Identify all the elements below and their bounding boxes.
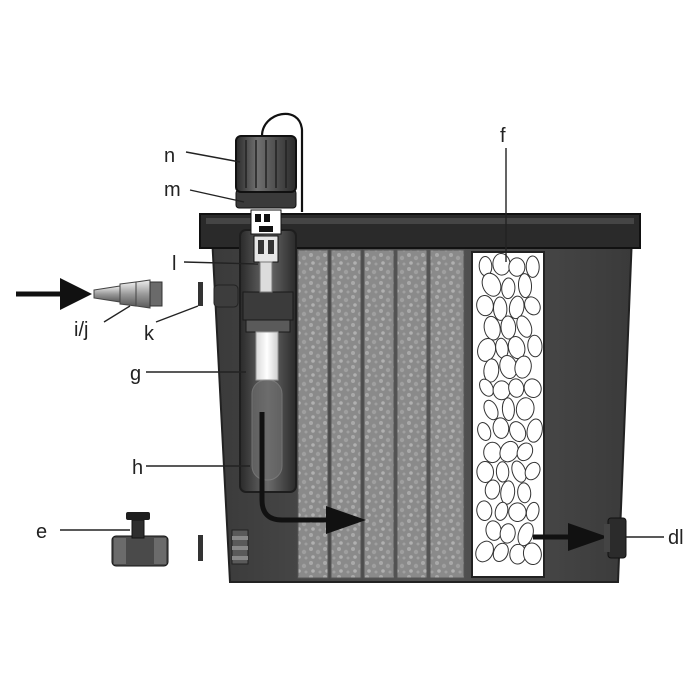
bio-stone [527,334,543,358]
bio-stone [525,501,540,522]
label-g: g [130,363,141,385]
leader-lines [60,148,664,538]
bio-stone [483,399,499,421]
bio-stone [477,337,497,362]
label-e: e [36,521,47,543]
bio-stone [523,378,542,398]
bio-stone [508,257,526,277]
bio-media-stones [475,253,543,566]
bio-stone [492,417,510,439]
bio-stone [511,460,527,483]
bio-stone [514,355,532,379]
foam-panel [363,249,395,579]
bio-stone [492,296,508,321]
foam-panel [396,249,428,579]
label-h: h [132,457,143,479]
bio-stone [517,482,532,504]
bio-stone [526,418,543,443]
seal-ring-e [198,535,203,561]
bio-stone [494,501,509,521]
bio-stone [499,440,519,463]
bio-stone [479,378,494,397]
bio-stone [515,397,535,421]
bio-stone [477,422,492,441]
bio-stone [517,273,533,299]
bio-stone [476,295,494,317]
bio-stone [501,397,515,421]
foam-panel [429,249,465,579]
internal-flow-arrow [259,412,330,523]
bio-stone [516,442,534,462]
bio-stone [481,272,502,297]
foam-panel [297,249,329,579]
bio-stone [524,296,541,316]
power-cable [260,112,304,212]
uvc-collar [242,291,294,321]
bio-stone [499,523,516,544]
bio-stone [508,295,525,320]
bio-stone [522,542,542,566]
label-m: m [164,179,181,201]
label-f: f [500,125,506,147]
outlet-flow-arrowhead [568,523,608,551]
foam-panels [297,249,465,579]
inlet-arrowhead [60,278,92,310]
label-n: n [164,145,175,167]
bio-stone [508,378,525,398]
bio-stone [476,500,493,521]
bio-stone [476,461,495,483]
bio-stone [492,542,509,563]
bio-stone [501,277,516,300]
bio-stone [483,441,502,464]
bio-media-chamber [471,251,545,578]
bio-stone [524,461,541,481]
label-dl: dl [668,527,684,549]
seal-ring-k [198,282,203,306]
bio-stone [475,540,494,563]
bio-stone [495,461,510,483]
bio-stone [483,315,501,341]
hose-tail-nozzle [93,279,163,309]
quartz-sleeve [251,379,283,481]
bulb-base [253,235,279,263]
uv-lamp [255,331,279,381]
label-k: k [144,323,155,345]
side-inlet-fitting [213,284,239,308]
bio-stone [500,315,517,340]
bio-stone [525,255,540,278]
outlet-fitting [607,517,627,559]
bio-stone [516,315,533,338]
uvc-unit [235,112,304,493]
label-ij: i/j [74,319,88,341]
bio-stone [509,421,527,443]
bio-stone [492,380,511,401]
bio-stone [484,479,501,500]
drain-valve [111,512,169,567]
internal-flow-arrowhead [326,506,366,534]
label-l: l [172,253,176,275]
